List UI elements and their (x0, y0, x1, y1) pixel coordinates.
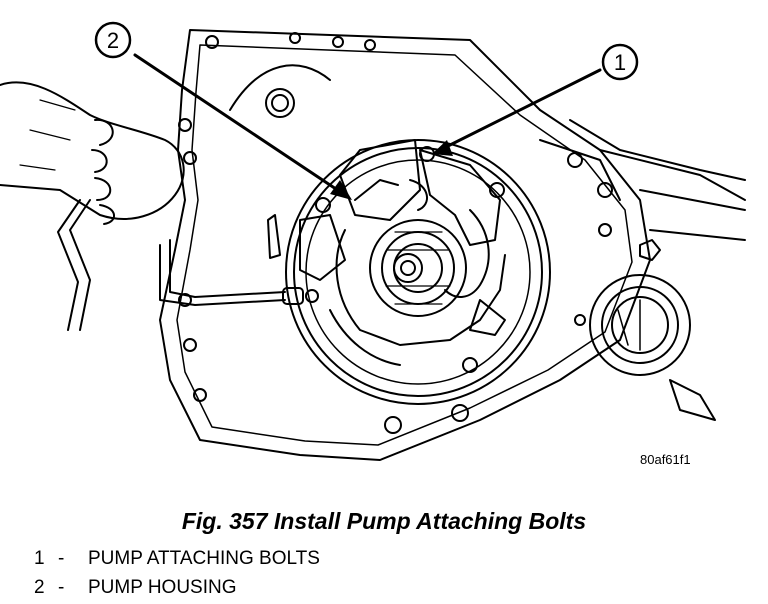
callout-1-number: 1 (614, 50, 626, 75)
legend: 1- PUMP ATTACHING BOLTS 2- PUMP HOUSING (34, 544, 320, 602)
callout-2-number: 2 (107, 28, 119, 53)
legend-number: 2 (34, 577, 45, 598)
callout-leaders (133, 53, 602, 200)
callout-1-marker: 1 (601, 43, 639, 81)
pump-installation-illustration: 1 2 (0, 21, 746, 461)
hand-drawing (0, 81, 185, 331)
transmission-case (159, 29, 746, 461)
cooler-line (159, 239, 319, 306)
figure-caption: Fig. 357 Install Pump Attaching Bolts (181, 508, 587, 534)
legend-text: PUMP ATTACHING BOLTS (88, 548, 320, 569)
callout-2-marker: 2 (94, 21, 132, 59)
image-reference-code: 80af61f1 (640, 452, 691, 467)
legend-item: 2- PUMP HOUSING (34, 573, 320, 602)
legend-item: 1- PUMP ATTACHING BOLTS (34, 544, 320, 573)
legend-separator: - (58, 577, 65, 598)
pump-housing-drawing (267, 139, 586, 434)
legend-text: PUMP HOUSING (88, 577, 237, 598)
output-seal-drawing (589, 274, 716, 421)
legend-number: 1 (34, 548, 45, 569)
legend-separator: - (58, 548, 65, 569)
